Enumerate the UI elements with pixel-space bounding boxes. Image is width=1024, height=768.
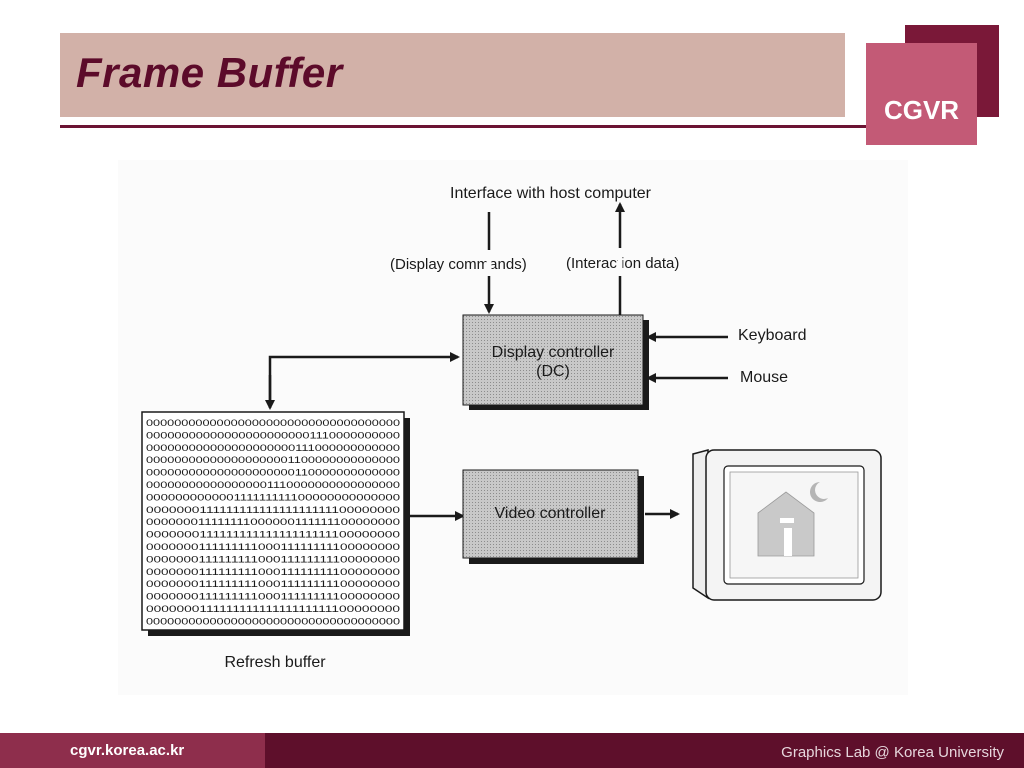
- mouse-label: Mouse: [740, 369, 788, 386]
- refresh-buffer-label: Refresh buffer: [224, 654, 326, 671]
- buffer-row: 000000011111111100011111111100000000: [146, 553, 400, 564]
- buffer-row: 000000000000000000000110000000000000: [146, 467, 400, 478]
- buffer-row: 000000011111111100011111111100000000: [146, 566, 400, 577]
- footer-url[interactable]: cgvr.korea.ac.kr: [70, 742, 185, 759]
- footer-bar: cgvr.korea.ac.kr Graphics Lab @ Korea Un…: [0, 733, 1024, 768]
- buffer-row: 000000011111111100011111111100000000: [146, 591, 400, 602]
- buffer-row: 000000011111111100011111111100000000: [146, 541, 400, 552]
- display-controller-box: [462, 314, 644, 406]
- buffer-row: 000000011111111111111111111100000000: [146, 529, 400, 540]
- buffer-row: 000000011111111100011111111100000000: [146, 578, 400, 589]
- buffer-row: 000000011111111111111111111100000000: [146, 603, 400, 614]
- display-controller-sub-label: (DC): [536, 363, 570, 380]
- buffer-row: 000000000000000000000001110000000000: [146, 429, 400, 440]
- interaction-data-label: (Interaction data): [566, 255, 679, 272]
- title-rule: [60, 125, 870, 128]
- video-controller-label: Video controller: [495, 505, 607, 522]
- buffer-row: 000000011111111000000111111100000000: [146, 516, 400, 527]
- title-bar: Frame Buffer: [60, 33, 845, 117]
- keyboard-label: Keyboard: [738, 327, 807, 344]
- display-controller-label: Display controller: [492, 344, 615, 361]
- buffer-row: 000000000000000000001100000000000000: [146, 454, 400, 465]
- footer-url-panel: cgvr.korea.ac.kr: [0, 733, 265, 768]
- logo-text: CGVR: [883, 95, 960, 125]
- diagram-area: Interface with host computer (Display co…: [118, 160, 908, 695]
- display-commands-label: (Display commands): [390, 256, 527, 273]
- frame-buffer-diagram: Interface with host computer (Display co…: [141, 185, 882, 671]
- moon-icon: [810, 482, 828, 502]
- cgvr-logo: CGVR: [866, 43, 977, 145]
- buffer-row: 000000000000000000000000000000000000: [146, 417, 400, 428]
- buffer-row: 000000000000000001110000000000000000: [146, 479, 400, 490]
- buffer-row: 000000000000111111111100000000000000: [146, 491, 400, 502]
- footer-lab-name: Graphics Lab @ Korea University: [781, 744, 1004, 761]
- refresh-buffer-bits: 0000000000000000000000000000000000000000…: [146, 417, 400, 626]
- buffer-row: 000000000000000000000000000000000000: [146, 615, 400, 626]
- refresh-buffer-grid: [141, 411, 405, 631]
- house-icon: [757, 491, 815, 557]
- video-controller-box: [462, 469, 639, 559]
- crt-monitor: [692, 449, 882, 601]
- buffer-row: 000000011111111111111111111100000000: [146, 504, 400, 515]
- host-interface-label: Interface with host computer: [450, 185, 652, 202]
- slide-title: Frame Buffer: [76, 49, 343, 96]
- arrow-dc-buffer: [268, 352, 460, 405]
- buffer-row: 000000000000000000000111000000000000: [146, 442, 400, 453]
